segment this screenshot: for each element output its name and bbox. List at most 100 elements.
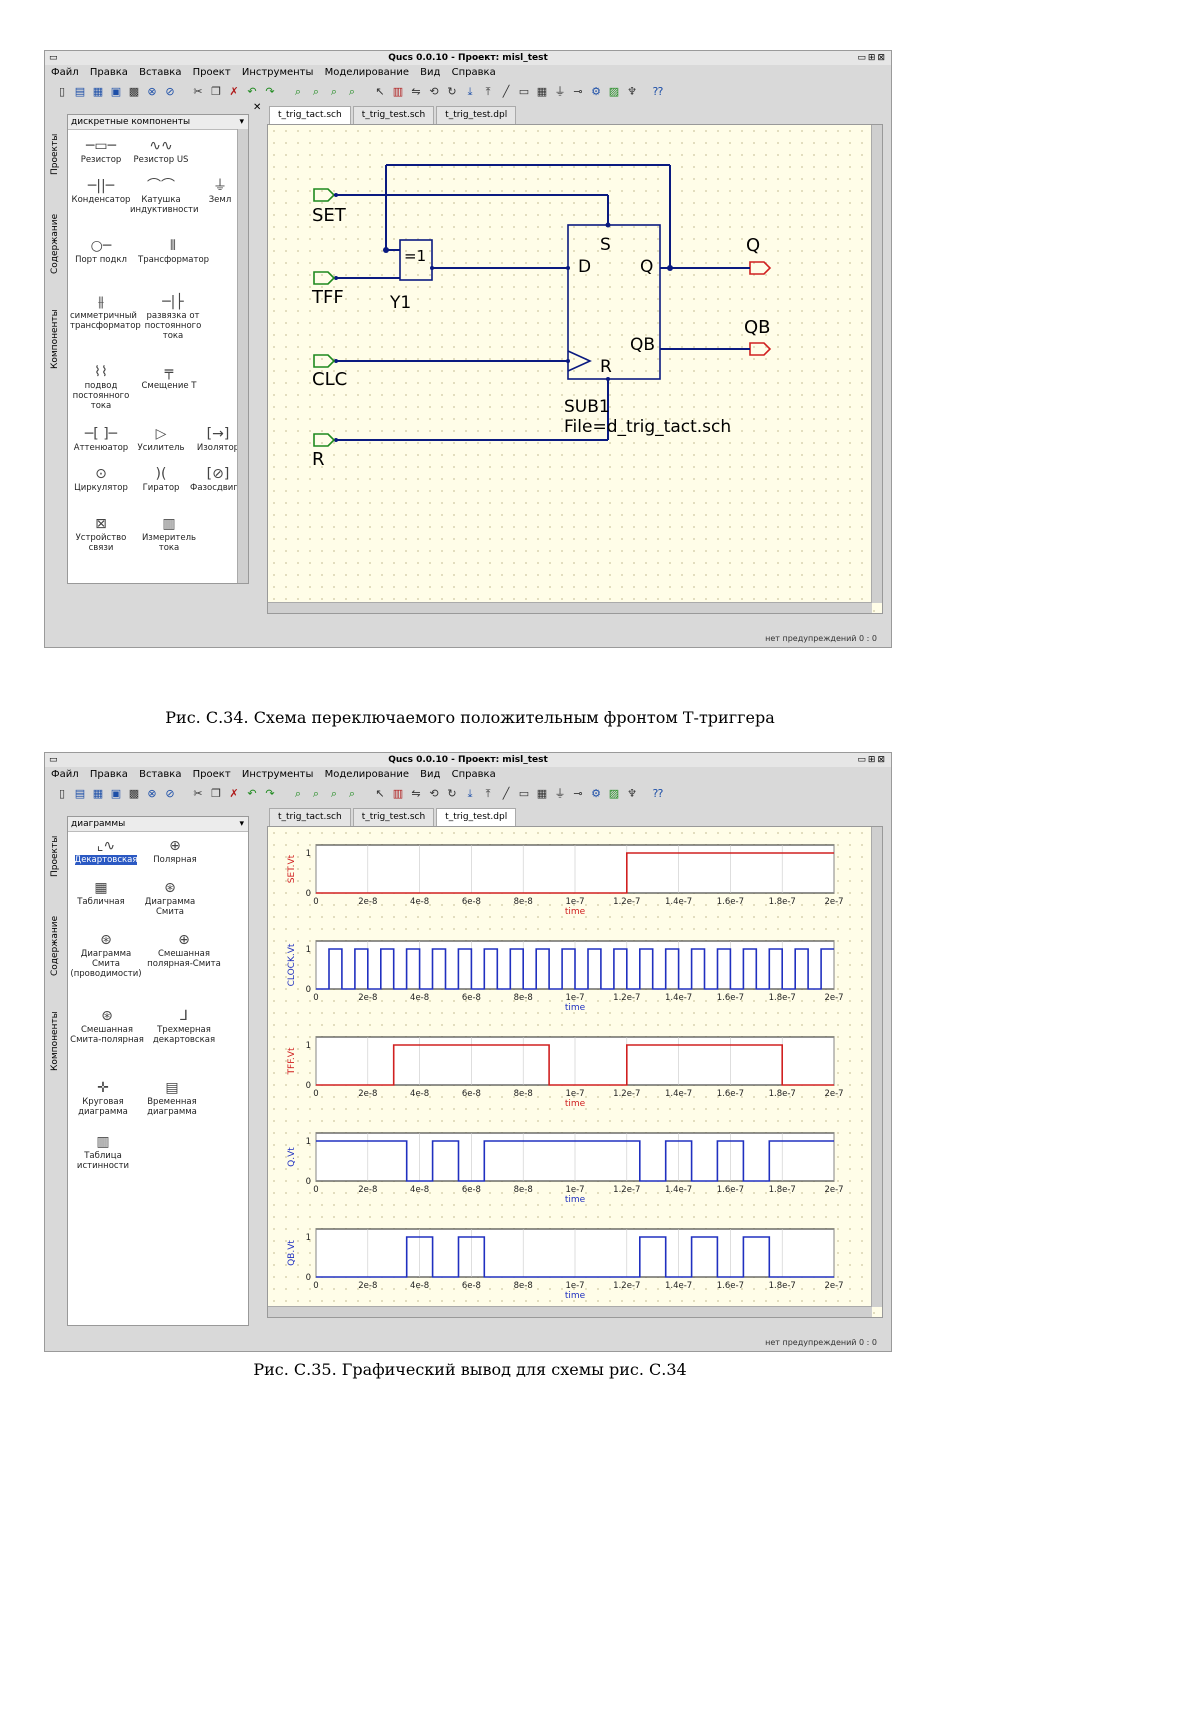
print-icon[interactable]: ⊗ xyxy=(145,787,159,801)
zoom-in-icon[interactable]: ⌕ xyxy=(327,85,341,99)
zoom-selection-icon[interactable]: ⌕ xyxy=(309,787,323,801)
zoom-selection-icon[interactable]: ⌕ xyxy=(309,85,323,99)
menu-view[interactable]: Вид xyxy=(420,67,440,78)
diagram-cartesian[interactable]: ⌞∿Декартовская xyxy=(70,837,142,865)
zoom-out-icon[interactable]: ⌕ xyxy=(345,787,359,801)
tab-t-trig-test-sch[interactable]: t_trig_test.sch xyxy=(353,106,434,124)
diagram-polar-smith[interactable]: ⊕Смешанная полярная-Смита xyxy=(146,931,222,969)
component-capacitor[interactable]: ─||─Конденсатор xyxy=(70,177,132,205)
menu-insert[interactable]: Вставка xyxy=(139,67,181,78)
mirror-x-icon[interactable]: ⇋ xyxy=(409,85,423,99)
window-menu-icon[interactable]: ▭ xyxy=(49,51,58,65)
canvas-scrollbar-h[interactable] xyxy=(268,602,872,613)
copy-icon[interactable]: ❐ xyxy=(209,85,223,99)
component-dc-feed[interactable]: ⌇⌇подвод постоянного тока xyxy=(70,363,132,411)
component-transformer[interactable]: ⫴Трансформатор xyxy=(138,237,208,265)
menu-simulation[interactable]: Моделирование xyxy=(325,769,409,780)
display-icon[interactable]: ▨ xyxy=(607,85,621,99)
side-tab-content[interactable]: Содержание xyxy=(47,906,63,986)
component-coupler[interactable]: ⊠Устройство связи xyxy=(70,515,132,553)
port-toolbar-icon[interactable]: ⊸ xyxy=(571,787,585,801)
window-menu-icon[interactable]: ▭ xyxy=(49,753,58,767)
component-resistor[interactable]: ─▭─Резистор xyxy=(70,137,132,165)
menu-tools[interactable]: Инструменты xyxy=(242,67,314,78)
zoom-out-icon[interactable]: ⌕ xyxy=(345,85,359,99)
whats-this-icon[interactable]: ⁇ xyxy=(651,85,665,99)
component-sym-transformer[interactable]: ⫵симметричный трансформатор xyxy=(70,293,132,331)
diagram-truth-table[interactable]: ▥Таблица истинности xyxy=(70,1133,136,1171)
component-circulator[interactable]: ⊙Циркулятор xyxy=(70,465,132,493)
diagram-scrollbar-h[interactable] xyxy=(268,1306,872,1317)
window-controls[interactable]: ▭⊞⊠ xyxy=(857,51,887,65)
leave-subcircuit-icon[interactable]: ⤒ xyxy=(481,787,495,801)
side-tab-projects[interactable]: Проекты xyxy=(47,826,63,886)
rotate-icon[interactable]: ↻ xyxy=(445,85,459,99)
open-icon[interactable]: ▦ xyxy=(91,85,105,99)
edit-delete-icon[interactable]: ▥ xyxy=(391,85,405,99)
redo-icon[interactable]: ↷ xyxy=(263,85,277,99)
menu-view[interactable]: Вид xyxy=(420,769,440,780)
equation-icon[interactable]: ▦ xyxy=(535,85,549,99)
zoom-fit-icon[interactable]: ⌕ xyxy=(291,85,305,99)
menu-project[interactable]: Проект xyxy=(193,67,231,78)
component-port[interactable]: ○─Порт подкл xyxy=(70,237,132,265)
save-icon[interactable]: ▣ xyxy=(109,85,123,99)
zoom-fit-icon[interactable]: ⌕ xyxy=(291,787,305,801)
side-tab-projects[interactable]: Проекты xyxy=(47,124,63,184)
wire-icon[interactable]: ╱ xyxy=(499,787,513,801)
delete-icon[interactable]: ✗ xyxy=(227,85,241,99)
component-amplifier[interactable]: ▷Усилитель xyxy=(130,425,192,453)
component-ground[interactable]: ⏚Земл xyxy=(198,177,242,205)
marker-icon[interactable]: ♆ xyxy=(625,85,639,99)
menu-help[interactable]: Справка xyxy=(452,67,496,78)
select-icon[interactable]: ↖ xyxy=(373,85,387,99)
menu-insert[interactable]: Вставка xyxy=(139,769,181,780)
window-controls[interactable]: ▭⊞⊠ xyxy=(857,753,887,767)
diagram-smith[interactable]: ⊛Диаграмма Смита xyxy=(134,879,206,917)
marker-icon[interactable]: ♆ xyxy=(625,787,639,801)
menu-project[interactable]: Проект xyxy=(193,769,231,780)
equation-icon[interactable]: ▦ xyxy=(535,787,549,801)
menu-simulation[interactable]: Моделирование xyxy=(325,67,409,78)
diagram-timing[interactable]: ▤Временная диаграмма xyxy=(138,1079,206,1117)
enter-subcircuit-icon[interactable]: ⤓ xyxy=(463,787,477,801)
close-file-icon[interactable]: ⊘ xyxy=(163,787,177,801)
redo-icon[interactable]: ↷ xyxy=(263,787,277,801)
undo-icon[interactable]: ↶ xyxy=(245,85,259,99)
open-icon[interactable]: ▦ xyxy=(91,787,105,801)
side-tab-components[interactable]: Компоненты xyxy=(47,294,63,384)
schematic-canvas[interactable]: SET TFF CLC R Q QB =1 Y1 S D Q QB R SUB1… xyxy=(267,124,883,614)
save-icon[interactable]: ▣ xyxy=(109,787,123,801)
diagram-smith-admittance[interactable]: ⊛Диаграмма Смита (проводимости) xyxy=(70,931,142,979)
tab-t-trig-tact-sch[interactable]: t_trig_tact.sch xyxy=(269,106,351,124)
diagram-scrollbar-v[interactable] xyxy=(871,827,882,1307)
wire-icon[interactable]: ╱ xyxy=(499,85,513,99)
edit-delete-icon[interactable]: ▥ xyxy=(391,787,405,801)
port-toolbar-icon[interactable]: ⊸ xyxy=(571,85,585,99)
diagram-locus[interactable]: ✛Круговая диаграмма xyxy=(70,1079,136,1117)
ground-toolbar-icon[interactable]: ⏚ xyxy=(553,85,567,99)
diagram-smith-polar[interactable]: ⊛Смешанная Смита-полярная xyxy=(70,1007,144,1045)
component-dc-block[interactable]: ─|├развязка от постоянного тока xyxy=(138,293,208,341)
display-icon[interactable]: ▨ xyxy=(607,787,621,801)
new-file-icon[interactable]: ▯ xyxy=(55,787,69,801)
tab-t-trig-tact-sch[interactable]: t_trig_tact.sch xyxy=(269,808,351,826)
menu-file[interactable]: Файл xyxy=(51,67,79,78)
canvas-scrollbar-v[interactable] xyxy=(871,125,882,603)
print-icon[interactable]: ⊗ xyxy=(145,85,159,99)
menu-tools[interactable]: Инструменты xyxy=(242,769,314,780)
save-all-icon[interactable]: ▩ xyxy=(127,85,141,99)
whats-this-icon[interactable]: ⁇ xyxy=(651,787,665,801)
components-category-select[interactable]: дискретные компоненты xyxy=(68,115,248,130)
wire-label-icon[interactable]: ▭ xyxy=(517,85,531,99)
side-tab-content[interactable]: Содержание xyxy=(47,204,63,284)
menu-edit[interactable]: Правка xyxy=(90,67,128,78)
delete-icon[interactable]: ✗ xyxy=(227,787,241,801)
tab-t-trig-test-sch[interactable]: t_trig_test.sch xyxy=(353,808,434,826)
tab-t-trig-test-dpl[interactable]: t_trig_test.dpl xyxy=(436,106,516,124)
panel-close-icon[interactable]: ✕ xyxy=(253,102,261,113)
undo-icon[interactable]: ↶ xyxy=(245,787,259,801)
new-file-icon[interactable]: ▯ xyxy=(55,85,69,99)
mirror-y-icon[interactable]: ⟲ xyxy=(427,85,441,99)
copy-icon[interactable]: ❐ xyxy=(209,787,223,801)
